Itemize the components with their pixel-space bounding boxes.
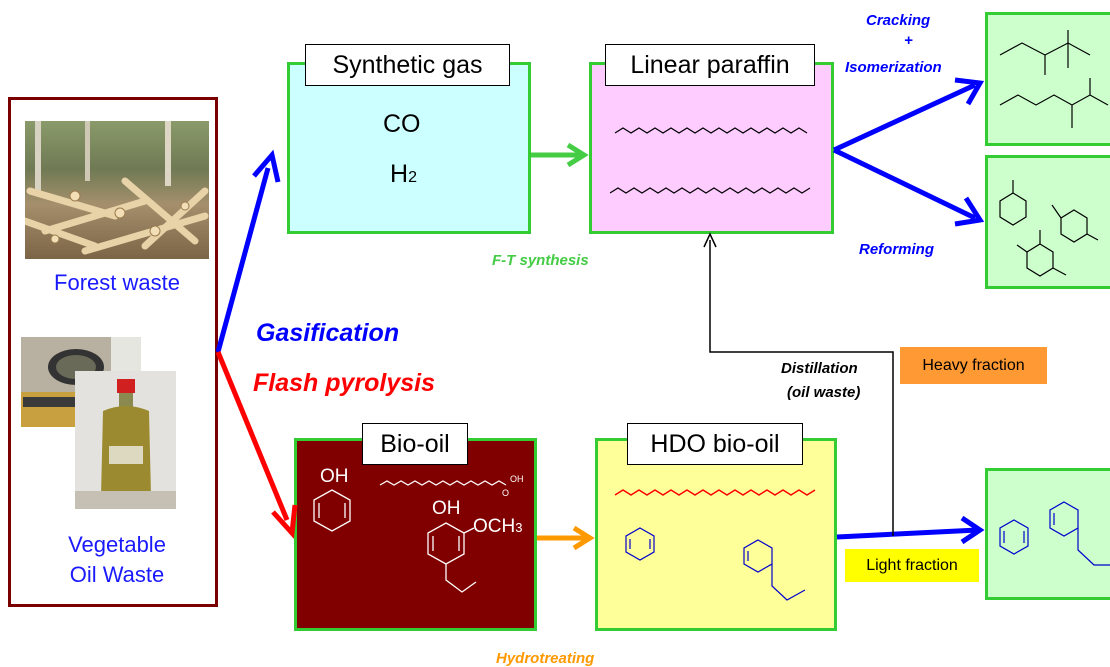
hdo-box — [595, 438, 837, 631]
phenol-oh-label: OH — [320, 466, 349, 487]
paraffin-box — [589, 62, 834, 234]
biooil-fatty-chain — [379, 480, 507, 486]
light-fraction-tag: Light fraction — [845, 549, 979, 582]
forest-waste-label: Forest waste — [54, 270, 180, 295]
cracking-label: Cracking — [866, 12, 931, 29]
paraffin-title: Linear paraffin — [605, 44, 815, 86]
reforming-arrow — [832, 147, 985, 227]
syngas-box — [287, 62, 531, 234]
hydrotreating-arrow — [537, 525, 595, 551]
biooil-title: Bio-oil — [362, 423, 468, 465]
vegetable-oil-label-line2: Oil Waste — [69, 562, 165, 587]
distillation-label-line2: (oil waste) — [787, 384, 861, 401]
heavy-fraction-tag: Heavy fraction — [900, 347, 1047, 384]
paraffin-chain-1 — [614, 127, 808, 134]
co-label: CO — [383, 110, 421, 138]
plus-label: + — [904, 32, 913, 49]
paraffin-chain-2 — [609, 187, 811, 194]
light-product-molecules — [999, 501, 1110, 566]
cracking-arrow — [832, 77, 985, 153]
pyrolysis-arrow — [215, 351, 298, 539]
oil-bottle-photo — [75, 371, 176, 509]
bottle-illustration — [75, 379, 176, 509]
biooil-box — [294, 438, 537, 631]
distillation-label-line1: Distillation — [781, 360, 858, 377]
acid-o-label: O — [502, 488, 510, 498]
methoxy-label: OCH3 — [473, 516, 523, 537]
gasification-label: Gasification — [256, 319, 400, 347]
biooil-guaiacol — [427, 522, 477, 593]
acid-oh-label: OH — [510, 474, 524, 484]
syngas-title: Synthetic gas — [305, 44, 510, 86]
light-fraction-arrow — [836, 515, 985, 545]
isomer-product-box — [985, 12, 1110, 146]
gasification-arrow — [215, 149, 281, 353]
flash-pyrolysis-label: Flash pyrolysis — [253, 369, 436, 397]
isomerization-label: Isomerization — [845, 59, 942, 76]
vegetable-oil-label-line1: Vegetable — [68, 532, 166, 557]
guaiacol-oh-label: OH — [432, 498, 461, 519]
forest-waste-photo — [25, 121, 209, 259]
ft-synthesis-arrow — [531, 142, 589, 168]
h2-label: H2 — [390, 160, 417, 188]
aromatic-molecules — [999, 180, 1099, 277]
hdo-title: HDO bio-oil — [627, 423, 803, 465]
distillation-line — [703, 232, 894, 536]
aromatic-product-box — [985, 155, 1110, 289]
reforming-label: Reforming — [859, 241, 934, 258]
hdo-benzene — [625, 527, 655, 561]
ft-synthesis-label: F-T synthesis — [492, 252, 589, 269]
hdo-chain — [614, 489, 816, 496]
hydrotreating-label: Hydrotreating — [496, 650, 595, 667]
logs-illustration — [25, 121, 209, 255]
isomer-molecules — [999, 30, 1109, 128]
light-product-box — [985, 468, 1110, 600]
biooil-phenol — [313, 489, 351, 532]
hdo-propylbenzene — [743, 539, 806, 601]
